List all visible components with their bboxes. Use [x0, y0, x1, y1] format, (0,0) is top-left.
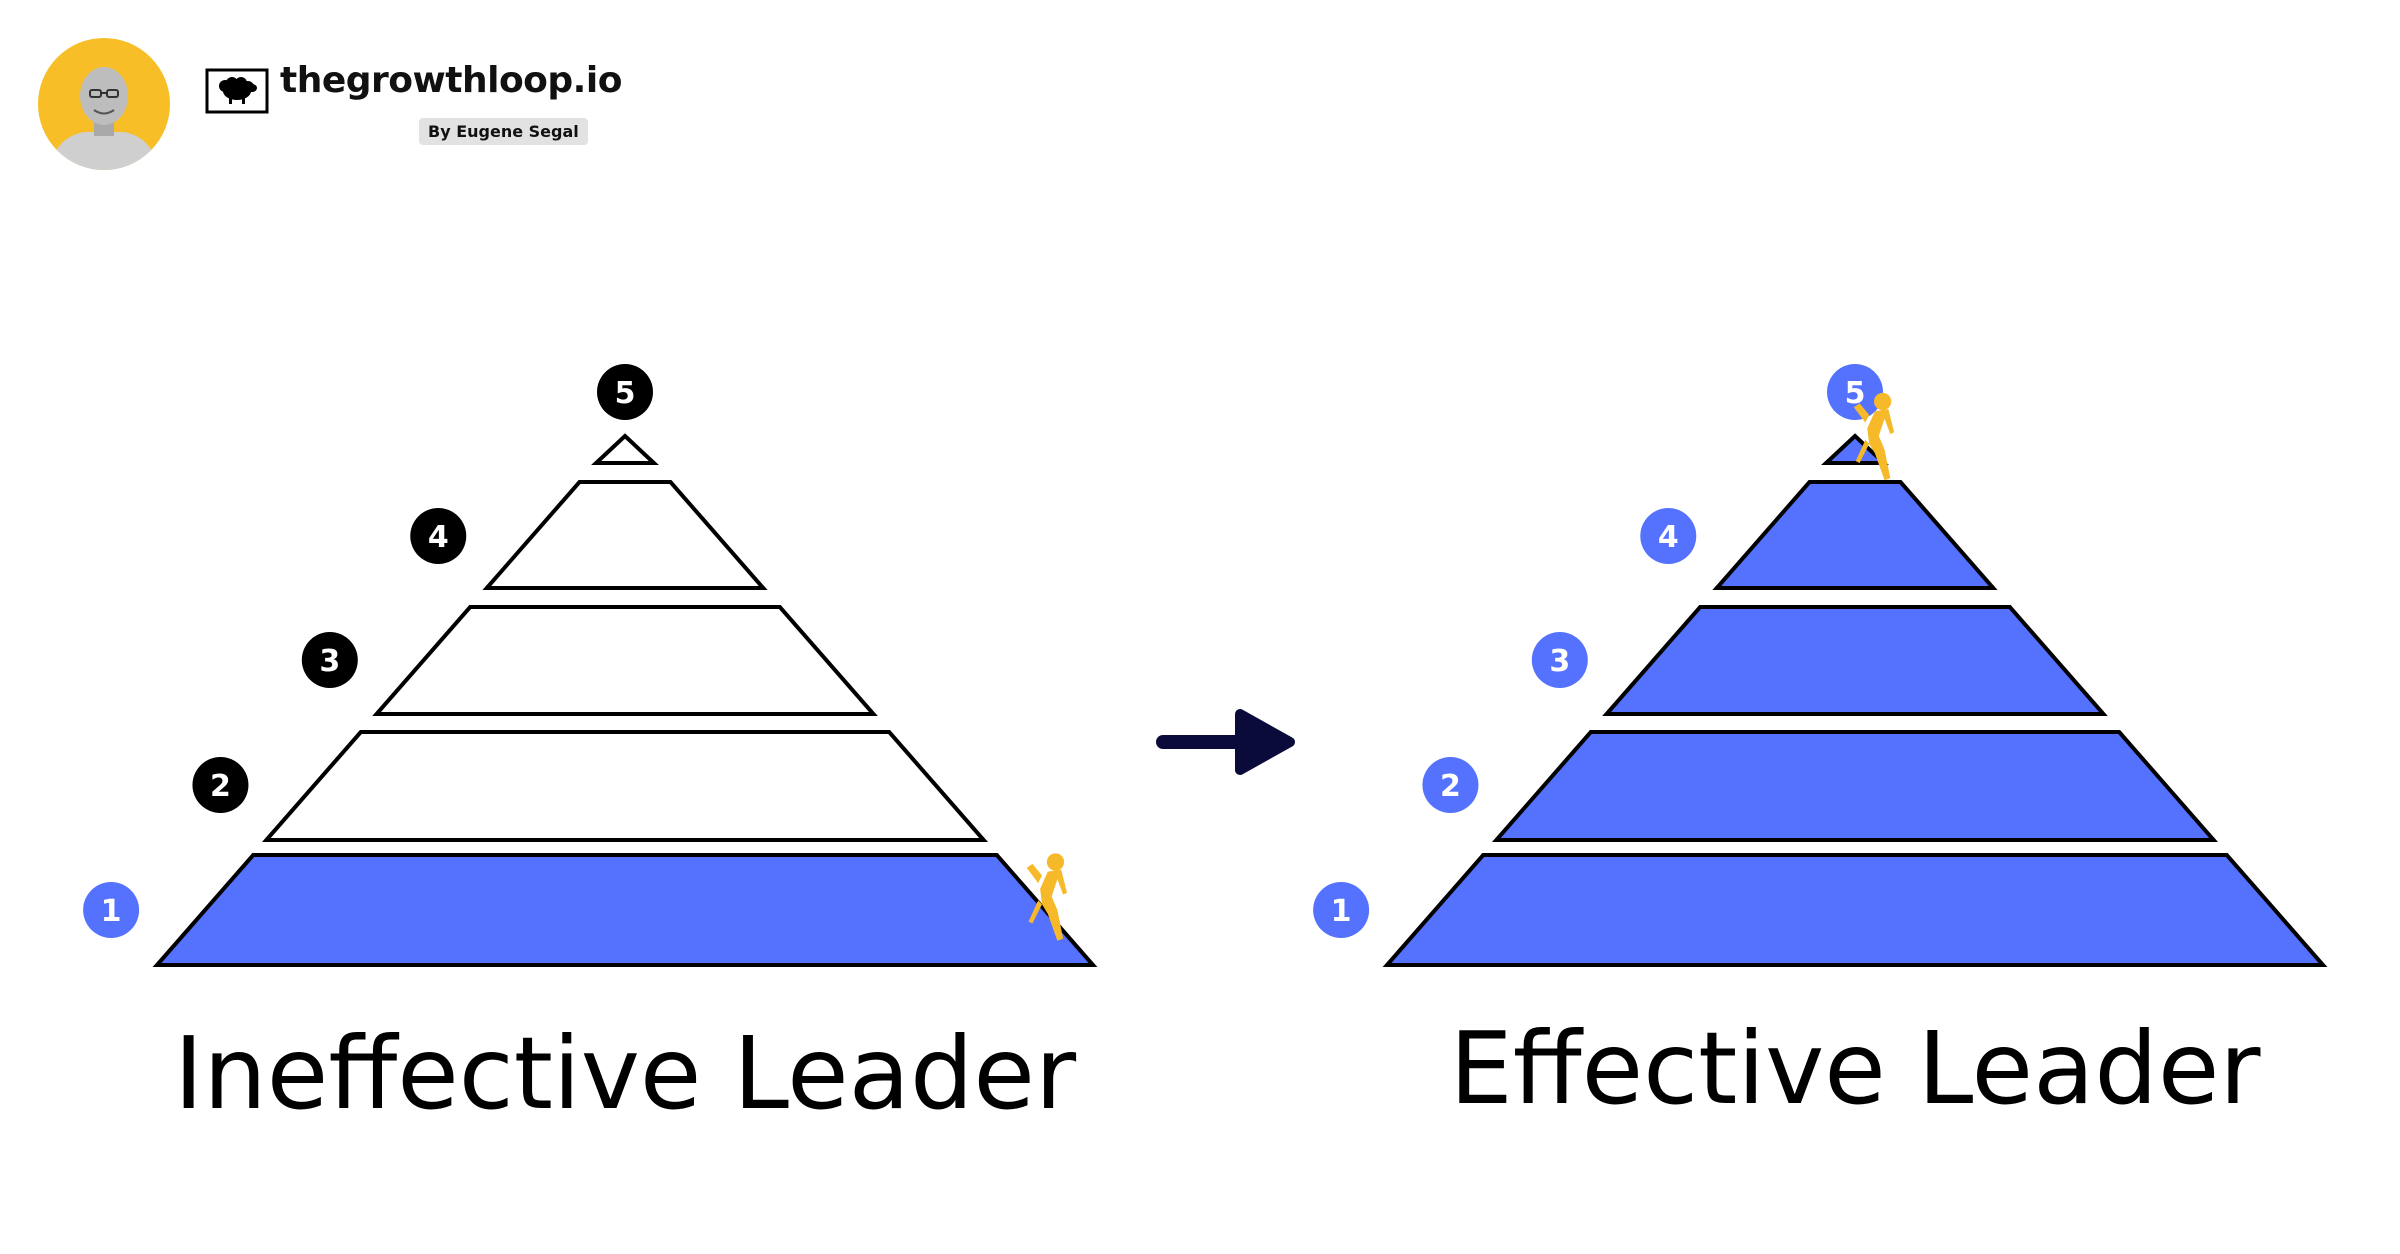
level-number: 1	[101, 894, 122, 929]
pyramid-level-5	[591, 433, 659, 465]
site-name: thegrowthloop.io	[280, 60, 622, 101]
pyramid-level-4	[482, 480, 768, 590]
pyramid-level-2	[1491, 730, 2219, 842]
effective-leader-title: Effective Leader	[1450, 1010, 2262, 1127]
pyramid-level-5	[1821, 433, 1889, 465]
level-badge-5: 5	[1827, 364, 1883, 420]
ineffective-leader-pyramid: 1 2 3 4 5	[83, 364, 1098, 967]
level-number: 4	[1658, 520, 1679, 555]
pyramid-level-1	[152, 853, 1098, 967]
level-badge-4: 4	[1640, 508, 1697, 564]
level-badge-3: 3	[1531, 632, 1588, 688]
level-number: 5	[1845, 376, 1866, 411]
level-number: 3	[1549, 644, 1570, 679]
level-number: 3	[319, 644, 340, 679]
level-badge-4: 4	[410, 508, 467, 564]
level-number: 2	[1440, 769, 1461, 804]
level-badge-5: 5	[597, 364, 653, 420]
level-badge-1: 1	[1313, 882, 1370, 938]
level-badge-2: 2	[1422, 757, 1479, 813]
pyramid-level-4	[1712, 480, 1998, 590]
ineffective-leader-title: Ineffective Leader	[174, 1015, 1077, 1132]
arrow-right-icon	[1156, 709, 1295, 775]
author-portrait-icon	[38, 38, 170, 170]
sheep-icon	[205, 68, 269, 114]
header: thegrowthloop.io By Eugene Segal	[0, 0, 700, 180]
level-number: 5	[615, 376, 636, 411]
pyramid-level-1	[1382, 853, 2328, 967]
author-byline: By Eugene Segal	[419, 118, 588, 145]
level-number: 4	[428, 520, 449, 555]
level-badge-2: 2	[192, 757, 249, 813]
pyramid-level-3	[1602, 605, 2108, 716]
level-number: 1	[1331, 894, 1352, 929]
level-badge-3: 3	[301, 632, 358, 688]
pyramid-level-3	[372, 605, 878, 716]
level-number: 2	[210, 769, 231, 804]
level-badge-1: 1	[83, 882, 140, 938]
pyramid-level-2	[261, 730, 989, 842]
effective-leader-pyramid: 1 2 3 4 5	[1313, 364, 2328, 967]
